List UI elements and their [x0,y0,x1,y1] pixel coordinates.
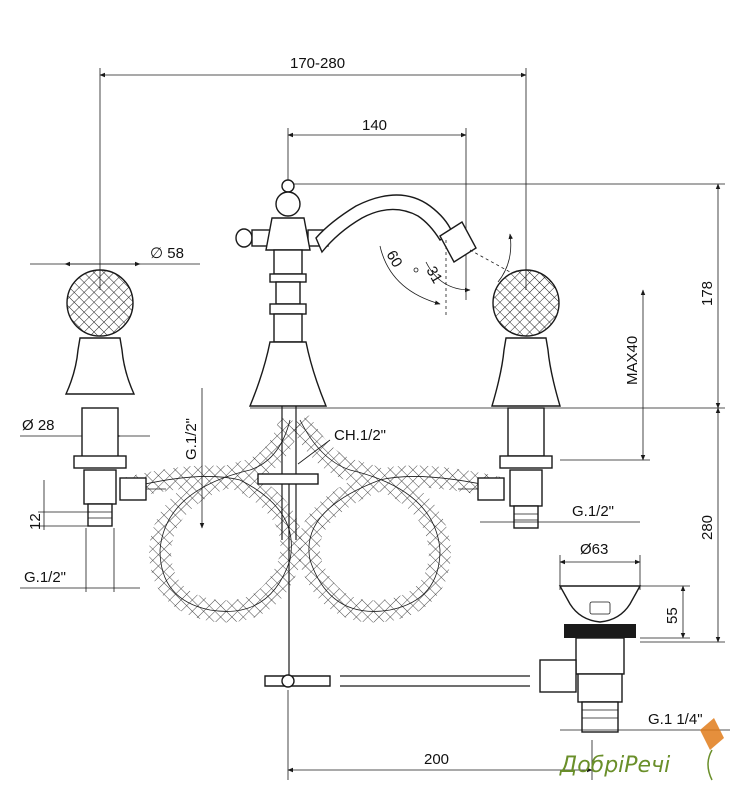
right-handle-valve [491,269,561,529]
spout-base [248,341,328,407]
spout-reach-label: 140 [362,117,387,134]
left-valve-body [83,469,117,505]
right-inlet-connector [513,505,539,529]
max-deck-label: MAX40 [624,336,641,385]
central-spout: 60 31 [235,179,513,407]
spout-aerator [439,221,477,263]
drain-diameter-label: Ø63 [580,541,608,558]
angle-arc-31 [425,261,471,293]
drain-height-label: 55 [664,607,681,624]
left-hose-braid [125,417,303,623]
nut-height-label: 12 [27,513,44,530]
drain-lower-body [577,673,623,703]
dimension-overall-spread: 170-280 [99,55,527,290]
mounting-plate [257,473,319,485]
left-handle-valve [64,269,136,527]
lever-left-tip [235,228,253,248]
right-hose-braid [290,414,503,623]
spout-ring-2 [269,303,307,315]
drain-thread-label: G.1 1/4" [648,711,703,728]
spout-neck [275,281,301,305]
right-crystal-knob [492,269,560,337]
stem-diameter-label: Ø 28 [22,417,55,434]
thread-left-bottom-label: G.1/2" [24,569,66,586]
handle-diameter-label: ∅ 58 [150,245,184,262]
left-inlet-connector [87,503,113,527]
overall-spread-label: 170-280 [290,55,345,72]
right-thread-dimension: G.1/2" [480,503,640,523]
angle-arc-60 [379,245,441,305]
left-valve-stem [81,407,119,459]
right-handle-base [491,337,561,407]
left-handle-base [64,337,136,395]
left-crystal-knob [66,269,134,337]
thread-valve-left-label: G.1/2" [183,418,200,460]
drain-body [575,637,625,675]
right-valve-stem [507,407,545,457]
drain-flange [564,624,636,638]
logo-text: ДобріРечі [559,753,670,778]
center-stem: CH.1/2" [257,406,386,680]
drain-side-nut [539,659,577,693]
dimension-below-deck: 280 [250,407,725,643]
chain-hole-label: CH.1/2" [334,427,386,444]
spout-finial [281,179,295,193]
brand-logo: ДобріРечі [559,718,724,781]
drain-assembly: Ø63 55 G.1 1/4" [539,541,730,733]
rod-pivot [281,674,295,688]
left-valve-nut [73,455,127,469]
spout-arm [315,194,453,254]
spout-column [273,313,303,343]
rod-length-label: 200 [424,751,449,768]
spout-top-knob [275,191,301,217]
angle-31-label: 31 [423,264,446,287]
height-total-label: 178 [699,281,716,306]
dimension-max-deck: MAX40 [560,289,650,461]
right-valve-body [509,469,543,507]
angle-60-label: 60 [383,248,406,271]
spout-collar [273,249,303,275]
drain-tail [581,701,619,733]
spout-ring-1 [269,273,307,283]
thread-valve-right-label: G.1/2" [572,503,614,520]
drain-cap [558,585,642,623]
popup-lever-rod [264,674,530,688]
kite-icon [700,718,724,750]
braided-hoses [119,414,505,623]
dimension-rod-length: 200 [287,690,593,780]
right-valve-nut [499,455,553,469]
dimension-spout-reach: 140 [287,117,467,300]
left-hose-nut [119,477,147,501]
below-deck-label: 280 [699,515,716,540]
lever-hub [265,217,311,251]
hose-thread-dimension: G.1/2" [183,388,205,529]
rod-handle [264,675,331,687]
left-bottom-dimensions: 12 G.1/2" [20,480,140,592]
dimension-height-total: 178 [290,183,725,409]
right-hose-nut [477,477,505,501]
